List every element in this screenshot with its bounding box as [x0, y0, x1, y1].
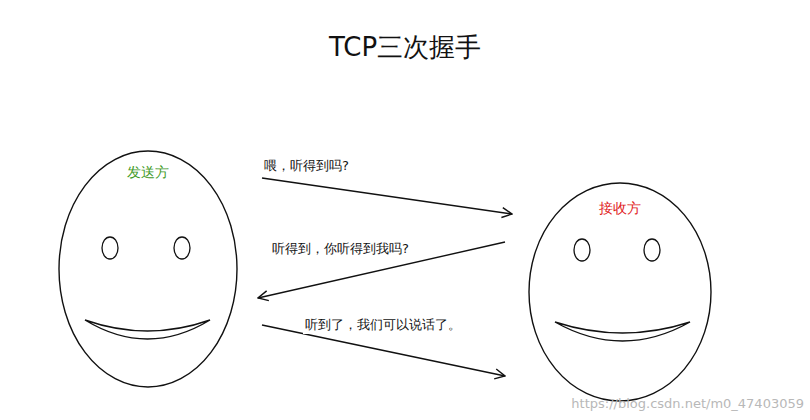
eye	[174, 237, 190, 259]
party-name: 接收方	[599, 200, 641, 217]
message-label: 听到了，我们可以说话了。	[303, 317, 463, 334]
face-outline	[58, 150, 238, 388]
message-label: 喂，听得到吗?	[262, 158, 351, 175]
party-name: 发送方	[127, 164, 169, 181]
watermark: https://blog.csdn.net/m0_47403059	[571, 396, 804, 411]
head-outline	[59, 151, 237, 387]
face-node: 接收方	[528, 182, 712, 402]
face-node: 发送方	[58, 150, 238, 388]
message-label: 听得到，你听得到我吗?	[270, 241, 411, 258]
diagram-title: TCP三次握手	[0, 30, 810, 65]
eye	[644, 239, 660, 261]
eye	[102, 237, 118, 259]
eye	[574, 239, 590, 261]
smile	[555, 322, 690, 341]
head-outline	[529, 183, 711, 401]
smile	[85, 320, 210, 339]
message-arrow	[262, 178, 512, 214]
message-arrow	[258, 242, 505, 298]
